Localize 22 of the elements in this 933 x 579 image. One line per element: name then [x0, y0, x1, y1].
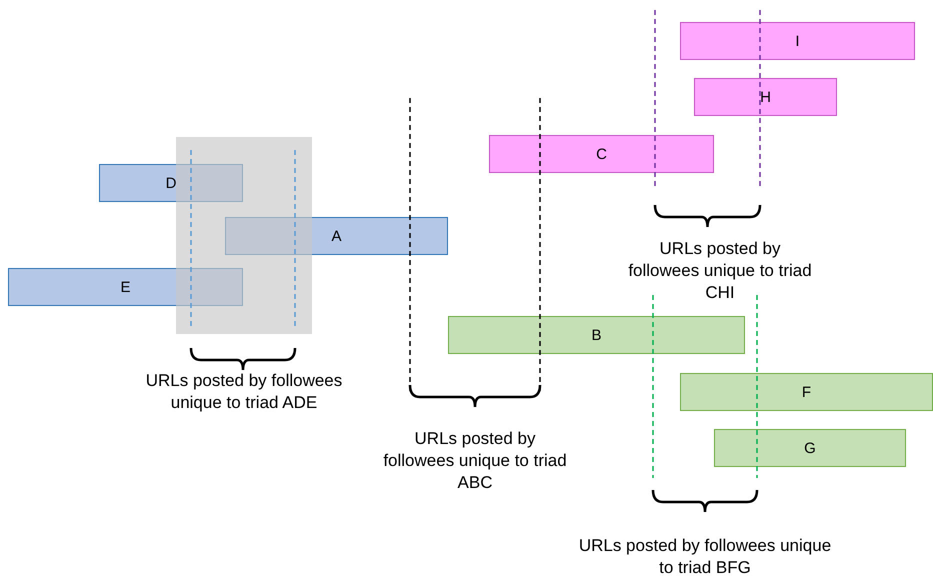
annotation-text: URLs posted by followees unique to triad BFG: [578, 535, 832, 579]
interval-bar: [489, 135, 714, 173]
bar-label: H: [760, 88, 771, 106]
interval-bar: [99, 164, 243, 202]
interval-bar: [680, 22, 915, 60]
bar-label: E: [120, 278, 130, 296]
interval-bar: [225, 217, 448, 255]
bar-label: D: [166, 174, 176, 192]
bar-label: G: [804, 440, 816, 456]
annotation-text: URLs posted by followees unique to triad CHI: [627, 238, 813, 304]
interval-bar: [680, 373, 933, 411]
bar-label: C: [596, 146, 607, 162]
bar-label: A: [331, 228, 342, 244]
bar-label: F: [802, 384, 812, 400]
interval-bar: [448, 316, 745, 354]
interval-bar: [714, 429, 906, 467]
interval-bar: [8, 268, 243, 306]
annotation-text: URLs posted by followees unique to triad ADE: [144, 370, 344, 414]
bar-label: I: [795, 32, 800, 50]
bar-label: B: [591, 326, 602, 344]
annotation-text: URLs posted by followees unique to triad ABC: [382, 428, 568, 494]
interval-bar: [694, 78, 837, 116]
